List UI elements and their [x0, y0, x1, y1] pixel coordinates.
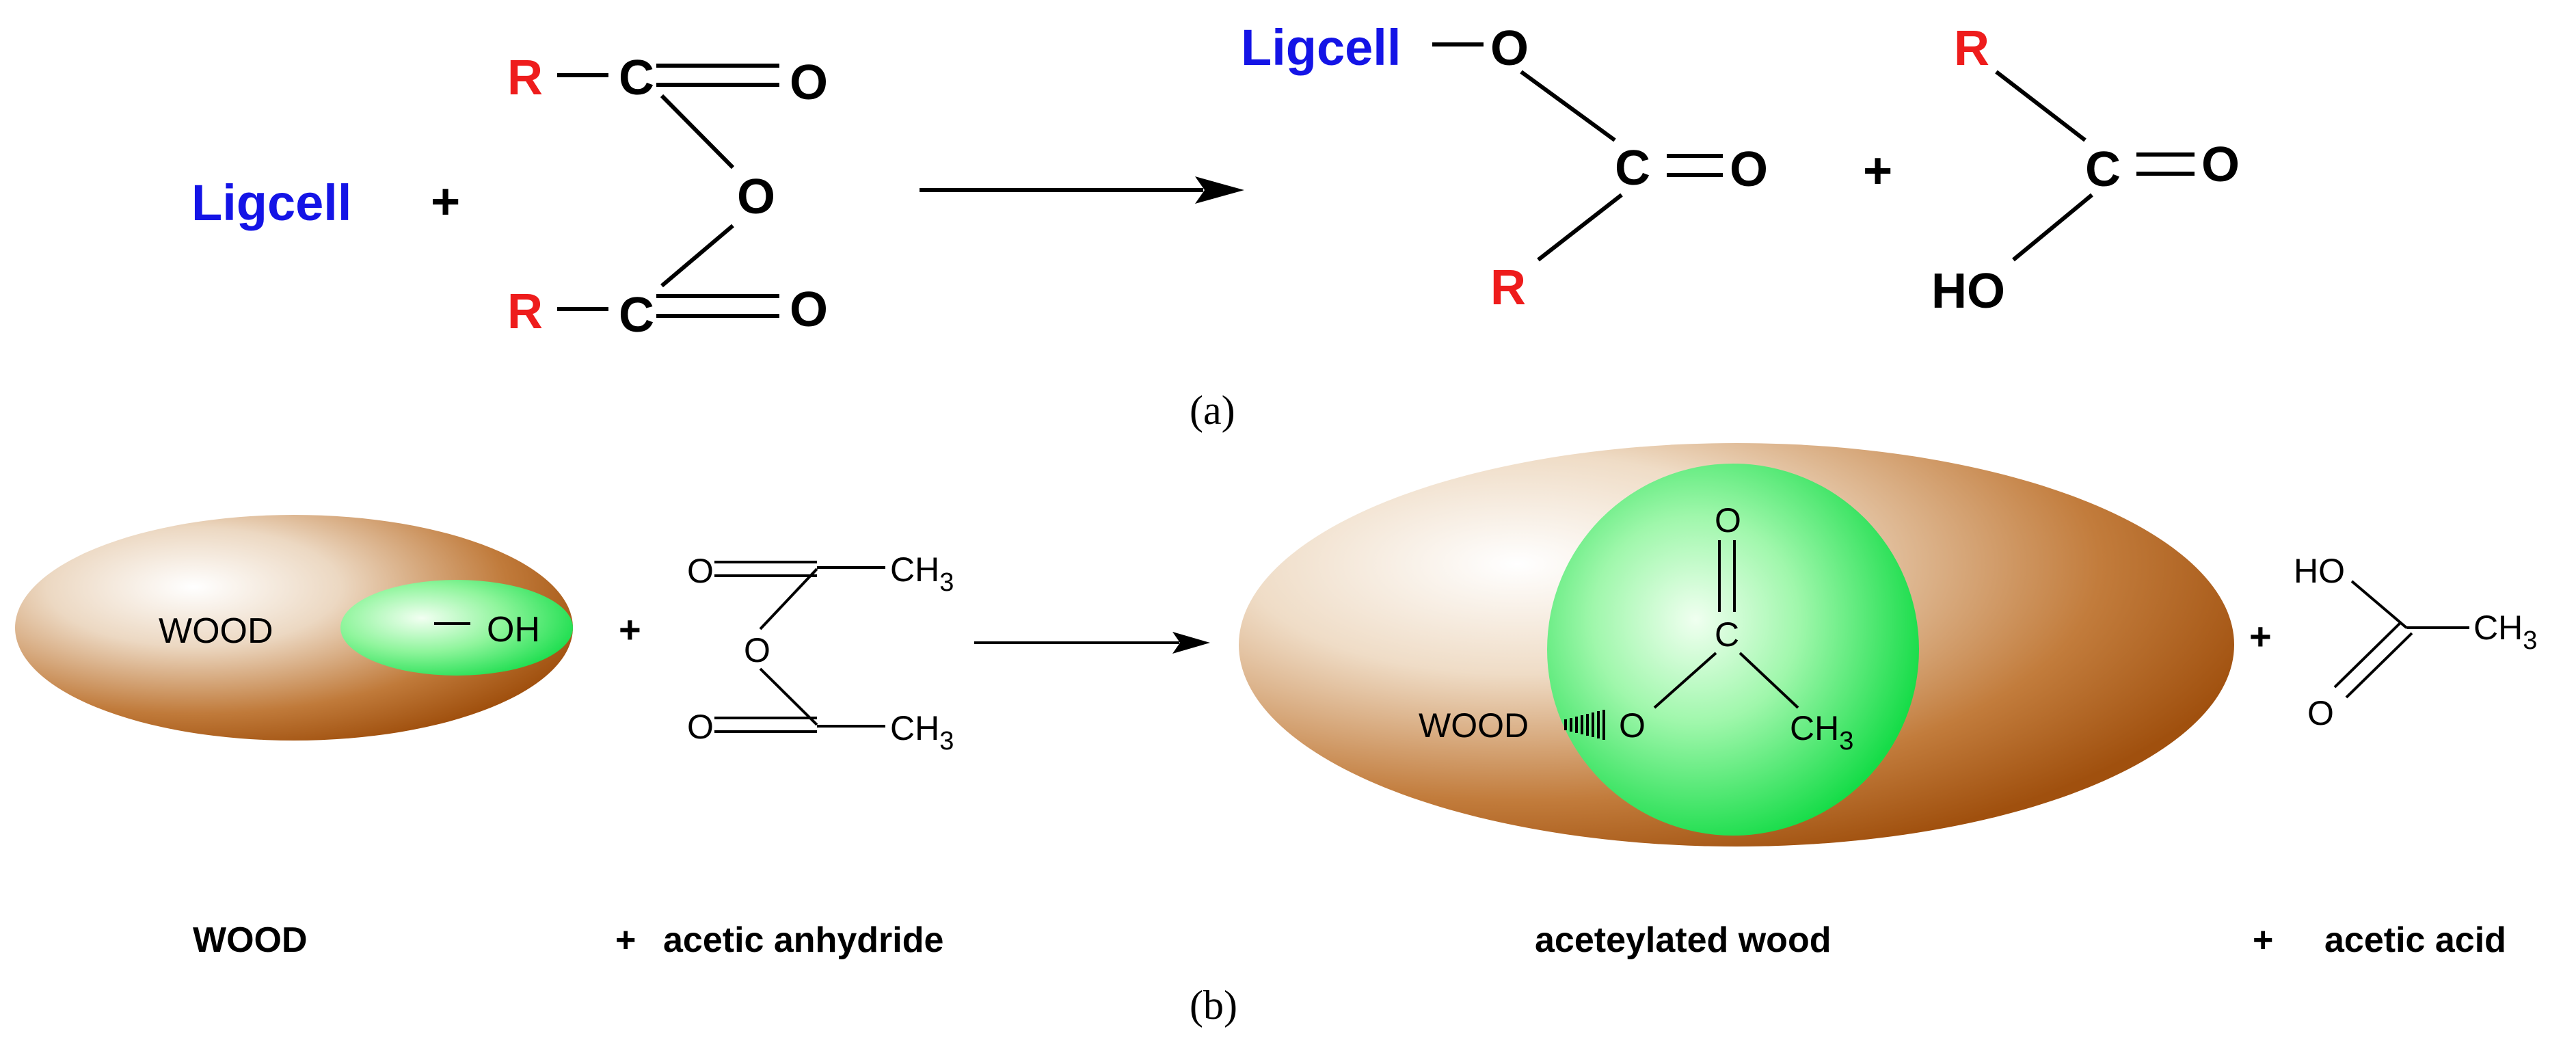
o-carbonyl-label: O — [1730, 142, 1768, 197]
plus-sign: + — [619, 608, 641, 651]
caption-b: (b) — [1190, 983, 1237, 1028]
plus-sign-2: + — [1863, 142, 1892, 199]
caption-wood: WOOD — [193, 920, 308, 960]
bond — [1739, 652, 1799, 709]
o-top-label: O — [687, 552, 714, 590]
ch3-top-label: CH3 — [890, 550, 954, 597]
ch3-label: CH3 — [2473, 609, 2537, 655]
r-label: R — [1490, 261, 1526, 315]
panel-a: Ligcell + R C O O R C O Ligcell — [191, 19, 2240, 433]
r-bottom-label: R — [507, 284, 543, 339]
c-label: C — [2085, 142, 2121, 197]
ligcell-reactant: Ligcell — [191, 174, 351, 231]
bond — [2345, 632, 2413, 699]
o-bottom-label: O — [790, 282, 828, 337]
bond — [1520, 70, 1616, 142]
plus-sign: + — [431, 173, 460, 230]
caption-plus-1: + — [615, 920, 636, 960]
reaction-arrow-a — [920, 176, 1244, 204]
caption-plus-2: + — [2253, 920, 2273, 960]
acetic-acid-structure: HO CH3 O — [2294, 552, 2537, 732]
bond — [1537, 193, 1623, 262]
wood-particle — [15, 515, 573, 741]
o-link-label: O — [1619, 706, 1646, 745]
acetic-anhydride-structure: O CH3 O O CH3 — [687, 550, 954, 756]
bond — [2350, 580, 2408, 629]
o-label: O — [2307, 694, 2334, 732]
bond — [2333, 621, 2402, 689]
c-label: C — [1615, 141, 1650, 196]
ester-product: Ligcell O C O R — [1241, 19, 1768, 315]
acetyl-group-highlight — [1547, 464, 1919, 836]
acetylated-wood-structure: O C WOOD O CH3 — [1419, 501, 1853, 756]
o-carbonyl-label: O — [2201, 137, 2240, 192]
r-top-label: R — [507, 51, 543, 105]
wood-label: WOOD — [1419, 706, 1529, 745]
o-bottom-label: O — [687, 708, 714, 746]
c-top-label: C — [619, 51, 654, 105]
caption-a: (a) — [1190, 388, 1235, 433]
panel-b: WOOD OH + O CH3 O O CH3 — [15, 443, 2537, 1028]
o-top-label: O — [790, 55, 828, 110]
r-label: R — [1954, 21, 1989, 76]
o-bridge-label: O — [744, 631, 770, 669]
ch3-bottom-label: CH3 — [890, 709, 954, 756]
c-bottom-label: C — [619, 288, 654, 343]
bond — [660, 224, 734, 288]
o-carbonyl-label: O — [1715, 501, 1741, 539]
bond — [759, 667, 818, 726]
anhydride-structure: R C O O R C O — [507, 51, 828, 343]
bond — [1995, 70, 2087, 142]
bond — [759, 568, 818, 630]
caption-acetic-anhydride: acetic anhydride — [663, 920, 943, 960]
o-bridge-label: O — [737, 170, 775, 224]
ho-label: HO — [1931, 264, 2005, 319]
acid-product: R C O HO — [1931, 21, 2240, 319]
plus-sign-2: + — [2249, 615, 2272, 658]
hashed-wedge-bond — [1564, 710, 1605, 740]
hydroxyl-group — [340, 580, 573, 676]
caption-acetic-acid: acetic acid — [2324, 920, 2506, 960]
caption-acetylated-wood: aceteylated wood — [1535, 920, 1831, 960]
ch3-label: CH3 — [1790, 709, 1853, 756]
bond — [1653, 652, 1717, 709]
c-label: C — [1715, 615, 1739, 654]
bond — [2012, 193, 2093, 262]
ho-label: HO — [2294, 552, 2345, 590]
bond — [660, 94, 735, 170]
oh-label: OH — [487, 610, 540, 650]
reaction-arrow-b — [974, 632, 1210, 654]
o-link-label: O — [1490, 21, 1529, 76]
wood-label: WOOD — [159, 611, 273, 651]
ligcell-product: Ligcell — [1241, 19, 1401, 76]
